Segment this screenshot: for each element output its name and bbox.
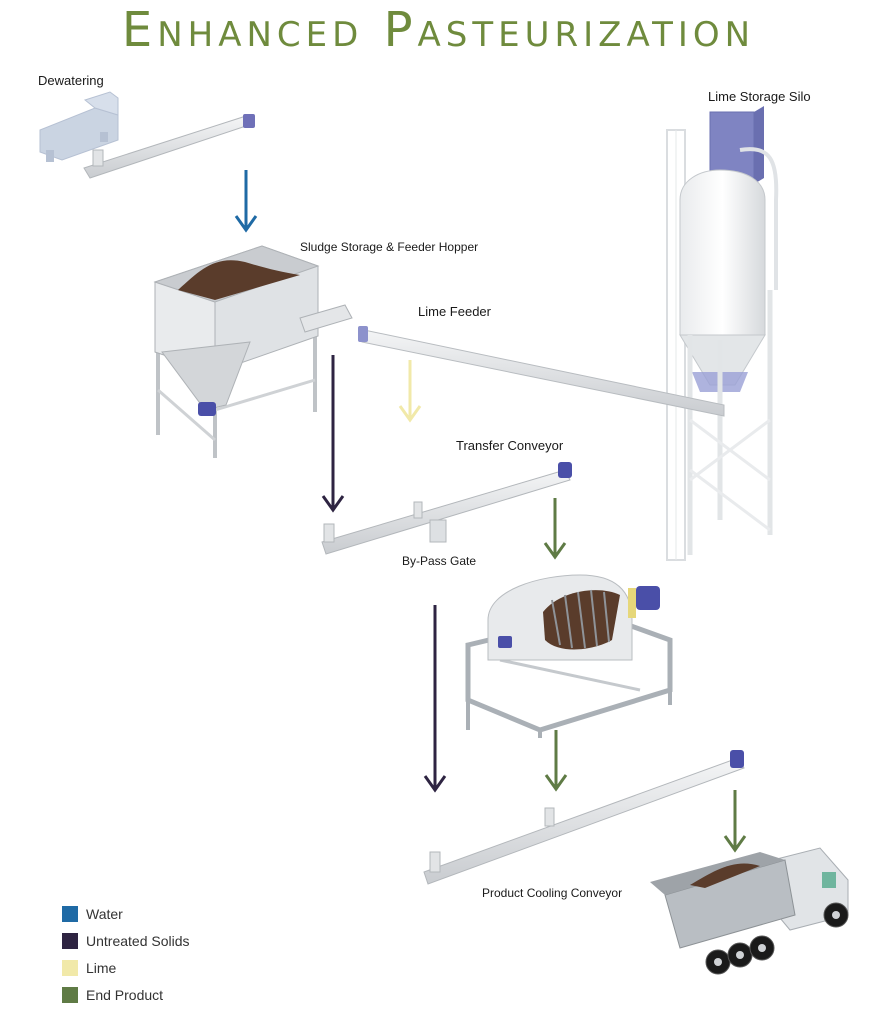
transfer-conveyor xyxy=(321,462,572,555)
lime-swatch xyxy=(62,959,78,976)
lime-feeder-label: Lime Feeder xyxy=(418,304,491,319)
hopper-label: Sludge Storage & Feeder Hopper xyxy=(300,240,479,254)
lime-arrow xyxy=(398,360,422,423)
end-product-arrow-1 xyxy=(543,498,567,560)
dewatering-conveyor xyxy=(83,114,255,179)
legend-label: End Product xyxy=(86,986,164,1003)
cooling-conveyor xyxy=(423,750,745,885)
dump-truck xyxy=(650,847,849,975)
untreated-solids-arrow-1 xyxy=(321,355,345,513)
lime-silo xyxy=(666,106,779,561)
dewatering-label: Dewatering xyxy=(38,73,104,88)
legend-label: Water xyxy=(86,905,123,922)
lime-feeder xyxy=(358,326,725,417)
page-title: Enhanced Pasteurization xyxy=(121,2,756,58)
untreated-solids-swatch xyxy=(62,932,78,949)
pasteurizer xyxy=(465,574,673,738)
legend: Water Untreated Solids Lime End Product xyxy=(62,900,190,1008)
untreated-solids-arrow-2 xyxy=(423,605,447,793)
end-product-arrow-3 xyxy=(723,790,747,853)
dewatering-press xyxy=(39,91,119,162)
water-swatch xyxy=(62,905,78,922)
sludge-hopper xyxy=(153,245,353,458)
legend-label: Lime xyxy=(86,959,117,976)
legend-item-untreated-solids: Untreated Solids xyxy=(62,927,190,954)
cooling-conveyor-label: Product Cooling Conveyor xyxy=(482,886,623,900)
water-arrow xyxy=(234,170,258,233)
transfer-conveyor-label: Transfer Conveyor xyxy=(456,438,564,453)
legend-item-lime: Lime xyxy=(62,954,190,981)
lime-silo-label: Lime Storage Silo xyxy=(708,89,811,104)
end-product-arrow-2 xyxy=(544,730,568,792)
bypass-gate-label: By-Pass Gate xyxy=(402,554,477,568)
legend-item-end-product: End Product xyxy=(62,981,190,1008)
legend-label: Untreated Solids xyxy=(86,932,190,949)
end-product-swatch xyxy=(62,986,78,1003)
legend-item-water: Water xyxy=(62,900,190,927)
